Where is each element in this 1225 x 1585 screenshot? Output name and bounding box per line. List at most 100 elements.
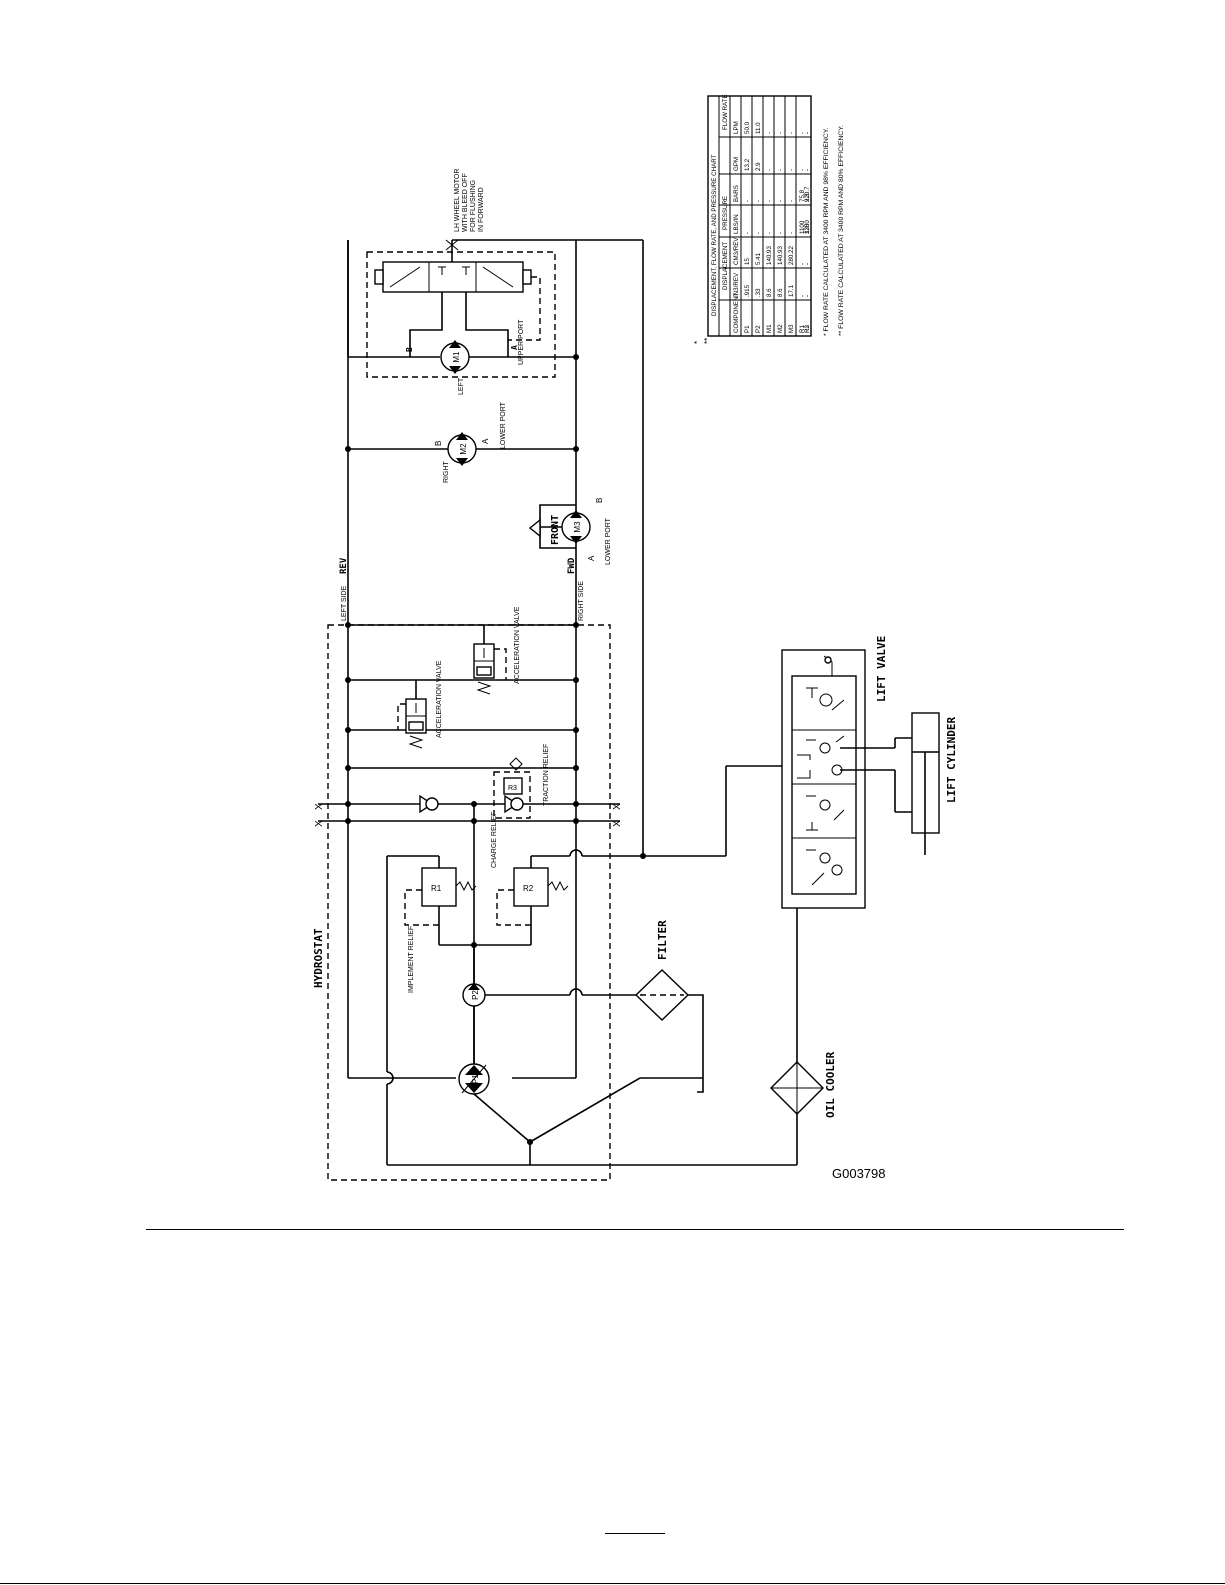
right-label: RIGHT	[443, 461, 450, 484]
x-mark: X	[612, 820, 623, 827]
rev-label: REV	[339, 557, 349, 574]
chart-cell: 9.3	[804, 193, 811, 202]
chart-cell: -	[799, 295, 806, 297]
traction-relief-valve: R3	[493, 757, 531, 819]
chart-cell: 5.41	[755, 252, 762, 265]
chart-column-header: IN3/REV	[733, 272, 740, 297]
chart-cell: 11.0	[755, 122, 762, 134]
x-mark: X	[314, 820, 325, 827]
chart-cell: 2.9	[755, 162, 762, 171]
svg-text:FOR FLUSHING: FOR FLUSHING	[470, 180, 477, 232]
upper-port-label: UPPER PORT	[518, 319, 525, 365]
chart-column-header: GPM	[733, 157, 740, 171]
right-side-label: RIGHT SIDE	[578, 581, 585, 621]
chart-cell: R1	[799, 325, 806, 333]
chart-cell: -	[799, 132, 806, 134]
motor-m2-right: M2	[348, 432, 576, 466]
row-mark: **	[703, 338, 712, 344]
chart-cell: 15	[744, 258, 751, 265]
chart-cell: -	[777, 232, 784, 234]
svg-text:IN FORWARD: IN FORWARD	[478, 187, 485, 232]
chart-cell: -	[777, 200, 784, 202]
lift-valve-label: LIFT VALVE	[875, 636, 888, 702]
motor-m3-front: M3	[528, 504, 591, 549]
oil-cooler-label: OIL COOLER	[824, 1051, 837, 1118]
chart-cell: M3	[788, 324, 795, 333]
filter-symbol	[634, 969, 704, 1093]
chart-cell: R3	[804, 325, 811, 333]
chart-cell: 50.0	[744, 121, 751, 134]
chart-cell: 8.6	[766, 288, 773, 297]
chart-note: ** FLOW RATE CALCULATED AT 3400 RPM AND …	[838, 125, 845, 336]
chart-cell: 1100	[799, 220, 806, 234]
port-b: B	[434, 441, 443, 446]
lift-cylinder	[894, 712, 940, 855]
implement-relief-valve: R1	[387, 855, 477, 946]
chart-cell: -	[804, 263, 811, 265]
figure-id: G003798	[832, 1166, 886, 1181]
chart-cell: -	[804, 132, 811, 134]
left-label: LEFT	[458, 377, 465, 395]
chart-cell: -	[788, 200, 795, 202]
svg-text:P2: P2	[471, 990, 480, 1000]
port-b: B	[595, 498, 604, 503]
filter-label: FILTER	[656, 920, 669, 960]
chart-cell: -	[766, 132, 773, 134]
chart-cell: -	[804, 169, 811, 171]
lift-valve	[781, 649, 895, 909]
chart-column-header: LPM	[733, 121, 740, 134]
svg-text:M3: M3	[573, 521, 582, 533]
svg-text:P1: P1	[471, 1074, 480, 1084]
lh-wheel-motor-note: LH WHEEL MOTOR WITH BLEED OFF FOR FLUSHI…	[454, 169, 485, 232]
port-a: A	[481, 438, 490, 444]
chart-cell: 3200	[804, 220, 811, 234]
chart-cell: 140.93	[777, 246, 784, 265]
x-mark: X	[314, 803, 325, 810]
acceleration-valve-label: ACCELERATION VALVE	[436, 660, 443, 738]
chart-cell: -	[788, 132, 795, 134]
displacement-flow-pressure-chart: DISPLACEMENT, FLOW RATE, AND PRESSURE CH…	[707, 94, 812, 337]
port-b: B	[405, 347, 414, 352]
chart-cell: -	[804, 169, 811, 171]
port-a: A	[587, 555, 596, 561]
chart-cell: 140.93	[766, 246, 773, 265]
row-mark: *	[693, 341, 702, 344]
chart-cell: 280.22	[788, 246, 795, 265]
chart-cell: P1	[744, 325, 751, 333]
chart-cell: P2	[755, 325, 762, 333]
acceleration-valve-right	[473, 625, 507, 695]
chart-cell: 13.2	[744, 158, 751, 171]
chart-group-header: PRESSURE	[722, 196, 729, 230]
chart-cell: -	[804, 295, 811, 297]
chart-cell: .915	[744, 284, 751, 297]
chart-cell: -	[744, 200, 751, 202]
svg-text:M1: M1	[452, 351, 461, 363]
check-valve-symbol	[419, 794, 439, 814]
chart-group-header: FLOW RATE	[722, 94, 729, 130]
svg-text:M2: M2	[459, 443, 468, 455]
pump-p1: P1	[458, 1063, 490, 1095]
chart-column-header: COMPONENT	[733, 293, 740, 333]
chart-cell: -	[799, 169, 806, 171]
chart-cell: M2	[777, 324, 784, 333]
chart-cell: 135	[804, 223, 811, 234]
chart-cell: 8.6	[777, 288, 784, 297]
chart-cell: 17.1	[788, 284, 795, 297]
chart-cell: .33	[755, 288, 762, 297]
lower-port-label: LOWER PORT	[605, 517, 612, 565]
chart-cell: -	[788, 232, 795, 234]
chart-cell: -	[766, 200, 773, 202]
implement-relief-label: IMPLEMENT RELIEF	[408, 926, 415, 993]
chart-column-header: BARS	[733, 185, 740, 202]
lower-port-label: LOWER PORT	[500, 401, 507, 449]
traction-relief-label: TRACTION RELIEF	[543, 744, 550, 806]
svg-text:R2: R2	[523, 884, 534, 893]
chart-cell: -	[804, 263, 811, 265]
x-mark: X	[612, 803, 623, 810]
left-side-label: LEFT SIDE	[341, 585, 348, 621]
chart-group-header: DISPLACEMENT	[722, 242, 729, 290]
chart-cell: -	[804, 295, 811, 297]
horizontal-rule	[146, 1229, 1124, 1230]
front-label: FRONT	[550, 515, 561, 545]
